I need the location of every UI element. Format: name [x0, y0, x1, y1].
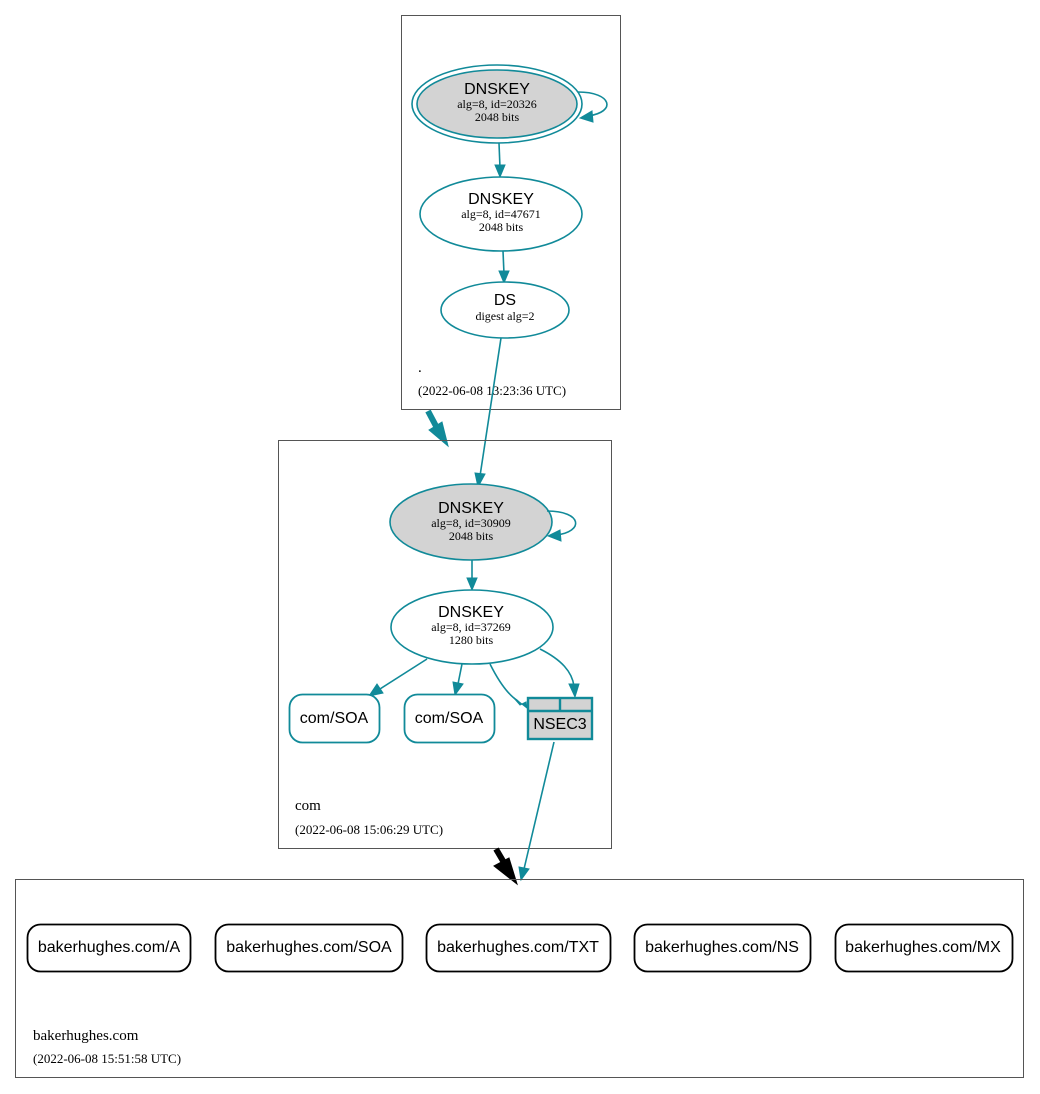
com-soa-1-label: com/SOA: [300, 710, 369, 727]
root-ksk-self-loop: [577, 91, 608, 117]
record-node: bakerhughes.com/MX: [834, 923, 1014, 973]
edge-root-ds-to-com-ksk: [479, 337, 502, 477]
com-ksk-bits: 2048 bits: [449, 529, 494, 543]
edge-nsec3-to-bakerhughes-arrowhead: [518, 866, 530, 882]
root-ksk-bits: 2048 bits: [475, 110, 520, 124]
record-label: bakerhughes.com/SOA: [226, 939, 392, 956]
edge-root-zsk-to-ds: [502, 250, 505, 275]
edge-root-ksk-to-zsk-arrowhead: [494, 164, 506, 179]
root-zone-box: [401, 15, 621, 410]
edge-com-zsk-to-nsec3-b-arrowhead: [568, 683, 580, 699]
com-zone-timestamp: (2022-06-08 15:06:29 UTC): [295, 822, 443, 837]
edge-com-zsk-to-nsec3-b: [539, 648, 575, 687]
root-zone-timestamp: (2022-06-08 13:23:36 UTC): [418, 383, 566, 398]
root-ksk-self-loop-arrowhead: [578, 110, 594, 123]
com-zsk-bits: 1280 bits: [449, 633, 494, 647]
delegation-com-to-bakerhughes-arrowhead: [493, 857, 518, 886]
root-ksk-type: DNSKEY: [464, 81, 530, 98]
edge-root-zsk-to-ds-arrowhead: [498, 270, 510, 285]
edge-root-ksk-to-zsk: [498, 142, 501, 169]
com-soa-node-2: com/SOA: [403, 693, 496, 744]
delegation-root-to-com: [425, 409, 440, 430]
record-label: bakerhughes.com/NS: [645, 939, 799, 956]
edge-com-zsk-to-soa-2-arrowhead: [452, 681, 464, 697]
record-node: bakerhughes.com/SOA: [214, 923, 404, 973]
root-ksk-node: DNSKEY alg=8, id=20326 2048 bits: [411, 64, 583, 144]
bakerhughes-zone-box: [15, 879, 1024, 1078]
edge-com-zsk-to-soa-1: [379, 658, 428, 690]
com-nsec3-node: NSEC3: [526, 696, 594, 741]
com-ksk-type: DNSKEY: [438, 500, 504, 517]
record-label: bakerhughes.com/A: [38, 939, 181, 956]
root-ds-type: DS: [494, 292, 516, 309]
com-zsk-node: DNSKEY alg=8, id=37269 1280 bits: [390, 589, 554, 665]
bakerhughes-zone-name: bakerhughes.com: [33, 1028, 139, 1044]
root-zone-name: .: [418, 360, 422, 376]
com-soa-2-label: com/SOA: [415, 710, 484, 727]
edge-com-zsk-to-nsec3-a: [489, 663, 519, 702]
root-zsk-detail: alg=8, id=47671: [461, 207, 541, 221]
com-ksk-self-loop: [546, 510, 577, 536]
record-node: bakerhughes.com/A: [26, 923, 192, 973]
root-ds-detail: digest alg=2: [475, 309, 534, 323]
com-zone-box: [278, 440, 612, 849]
com-ksk-self-loop-arrowhead: [546, 529, 562, 542]
com-ksk-node: DNSKEY alg=8, id=30909 2048 bits: [389, 483, 553, 561]
record-label: bakerhughes.com/MX: [845, 939, 1001, 956]
root-zsk-type: DNSKEY: [468, 191, 534, 208]
com-nsec3-label: NSEC3: [533, 716, 586, 733]
root-ds-node: DS digest alg=2: [440, 281, 570, 339]
com-zsk-type: DNSKEY: [438, 604, 504, 621]
root-zsk-bits: 2048 bits: [479, 220, 524, 234]
edge-com-ksk-to-zsk-arrowhead: [466, 577, 478, 592]
com-ksk-detail: alg=8, id=30909: [431, 516, 511, 530]
delegation-root-to-com-arrowhead: [428, 421, 449, 448]
bakerhughes-zone-timestamp: (2022-06-08 15:51:58 UTC): [33, 1051, 181, 1066]
edge-com-zsk-to-soa-1-arrowhead: [367, 683, 384, 697]
root-zsk-node: DNSKEY alg=8, id=47671 2048 bits: [419, 176, 583, 252]
com-zone-name: com: [295, 798, 321, 814]
record-node: bakerhughes.com/NS: [633, 923, 812, 973]
edge-nsec3-to-bakerhughes: [523, 741, 555, 870]
record-node: bakerhughes.com/TXT: [425, 923, 612, 973]
root-ksk-detail: alg=8, id=20326: [457, 97, 537, 111]
com-soa-node-1: com/SOA: [288, 693, 381, 744]
edge-com-zsk-to-soa-2: [457, 663, 463, 685]
com-zsk-detail: alg=8, id=37269: [431, 620, 511, 634]
edge-com-zsk-to-nsec3-a-arrowhead: [512, 696, 528, 710]
record-label: bakerhughes.com/TXT: [437, 939, 599, 956]
